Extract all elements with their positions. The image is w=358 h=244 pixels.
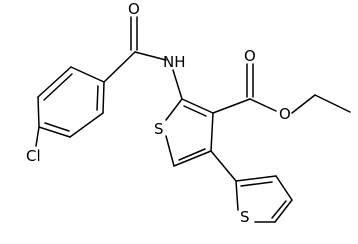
bond-carbonyl-n xyxy=(134,51,167,61)
atom-label-cl: Cl xyxy=(26,147,41,165)
bond-ar5-inner xyxy=(44,122,70,132)
bond-c3-c2-inner xyxy=(183,105,207,117)
bond-c4-c3 xyxy=(210,112,214,152)
bond-ar6 xyxy=(37,96,40,128)
bond-c2-s1 xyxy=(165,98,183,121)
bond-t5 xyxy=(235,180,239,211)
bond-t3-inner xyxy=(271,200,287,219)
bond-ar4 xyxy=(69,112,104,138)
bond-c4-thienyl xyxy=(210,150,237,182)
atom-label-s-core: S xyxy=(154,120,164,138)
atom-labels: O NH Cl O O S S xyxy=(26,0,291,226)
bond-ester-o xyxy=(249,98,277,112)
bond-ar1 xyxy=(37,66,72,98)
atom-label-nh: NH xyxy=(163,53,186,71)
bond-t3 xyxy=(274,199,293,223)
atom-label-o-ester-ether: O xyxy=(279,105,291,123)
bond-ar2 xyxy=(70,66,105,83)
atom-label-s-thienyl: S xyxy=(240,208,250,226)
bond-c5-c4-inner xyxy=(178,148,206,161)
atom-label-o-ester-carbonyl: O xyxy=(244,47,256,65)
bond-o-ch2 xyxy=(291,94,316,114)
bonds xyxy=(35,16,351,223)
bond-ar3 xyxy=(102,81,105,114)
bond-t2 xyxy=(275,175,293,201)
atom-label-o-amide: O xyxy=(128,0,140,18)
bond-ar3-inner xyxy=(96,85,99,111)
bond-s1-c5 xyxy=(165,135,175,167)
bond-aryl-carbonyl xyxy=(103,51,136,83)
bond-t1-inner xyxy=(240,181,273,187)
bond-ar5 xyxy=(38,126,71,138)
bond-ar1-inner xyxy=(43,73,73,101)
bond-t1 xyxy=(235,175,277,182)
bond-c-cl xyxy=(35,126,40,147)
bond-c3-c2 xyxy=(181,98,214,114)
bond-c3-ester xyxy=(212,98,251,114)
bond-c5-c4 xyxy=(173,150,212,167)
bond-n-c2 xyxy=(172,69,183,100)
bond-ch2-ch3 xyxy=(314,94,351,113)
